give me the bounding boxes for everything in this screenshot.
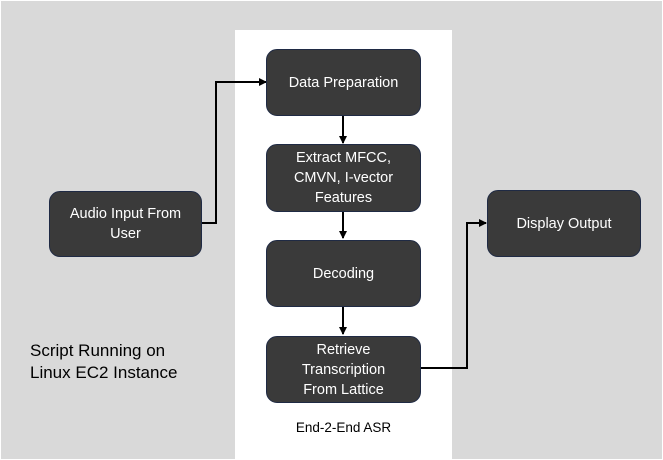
- edge-retrieve-to-display: [420, 219, 487, 369]
- script-running-label: Script Running on Linux EC2 Instance: [30, 341, 178, 382]
- node-extract-features: Extract MFCC, CMVN, I-vector Features: [266, 144, 421, 212]
- edge-audio-to-data-prep: [202, 78, 267, 224]
- node-audio-input: Audio Input From User: [49, 191, 202, 257]
- node-data-preparation: Data Preparation: [266, 49, 421, 116]
- node-decoding: Decoding: [266, 240, 421, 307]
- node-retrieve-transcription: Retrieve Transcription From Lattice: [266, 336, 421, 403]
- node-display-output: Display Output: [487, 190, 641, 257]
- asr-group-label: End-2-End ASR: [295, 420, 392, 435]
